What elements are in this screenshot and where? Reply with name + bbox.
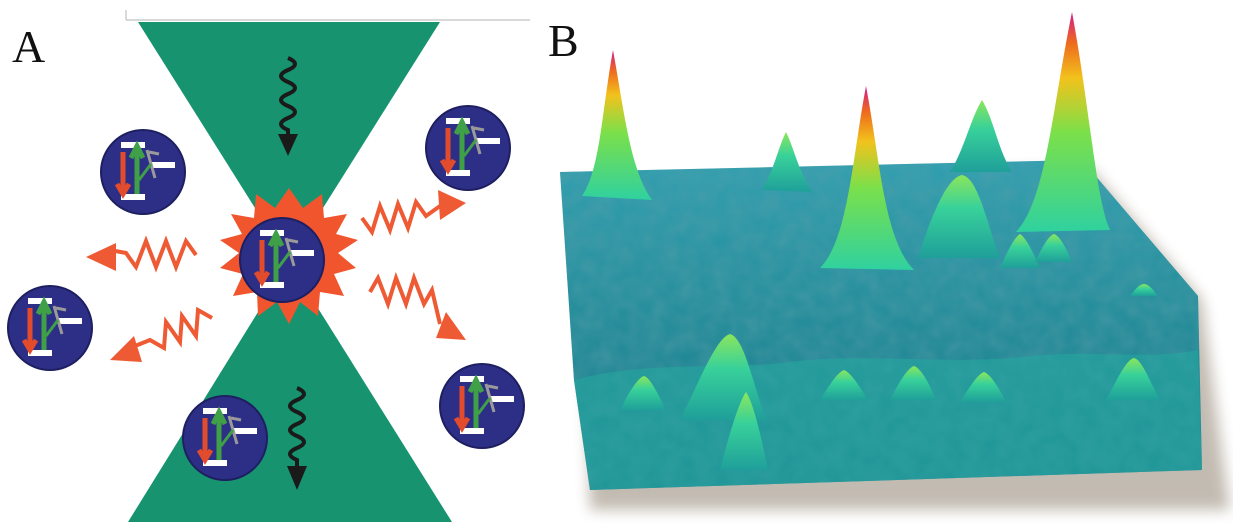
intensity-peak <box>820 370 868 400</box>
intensity-peak <box>582 50 652 200</box>
intensity-peak <box>1130 284 1158 296</box>
emission-wave-arrow-icon <box>129 306 213 352</box>
molecule-energy-level-icon <box>101 130 185 214</box>
molecule-energy-level-icon <box>183 396 267 480</box>
intensity-peak <box>960 372 1006 402</box>
molecule-energy-level-icon <box>240 218 324 302</box>
panel-b-surface-plot <box>560 12 1230 510</box>
intensity-peak <box>762 132 812 192</box>
intensity-peak <box>1000 234 1040 268</box>
emission-wave-arrow-icon <box>360 197 442 237</box>
intensity-peak <box>620 376 666 410</box>
intensity-peak <box>1016 12 1110 232</box>
intensity-peak <box>1106 358 1160 400</box>
intensity-peak <box>820 86 914 270</box>
molecule-energy-level-icon <box>440 364 524 448</box>
excitation-wave-arrow-icon <box>279 56 297 138</box>
panel-label-b: B <box>548 15 579 66</box>
panel-label-a: A <box>12 21 46 72</box>
panel-a-diagram <box>0 10 530 522</box>
intensity-peak <box>1035 234 1072 262</box>
emission-wave-arrow-icon <box>368 271 442 325</box>
emission-wave-arrow-icon <box>109 235 198 273</box>
intensity-peak <box>950 100 1012 172</box>
molecule-energy-level-icon <box>426 106 510 190</box>
excitation-wave-arrow-icon <box>288 386 306 468</box>
intensity-peak <box>918 175 1000 258</box>
intensity-peak <box>890 366 936 400</box>
intensity-peak <box>720 392 768 470</box>
molecule-energy-level-icon <box>8 286 92 370</box>
